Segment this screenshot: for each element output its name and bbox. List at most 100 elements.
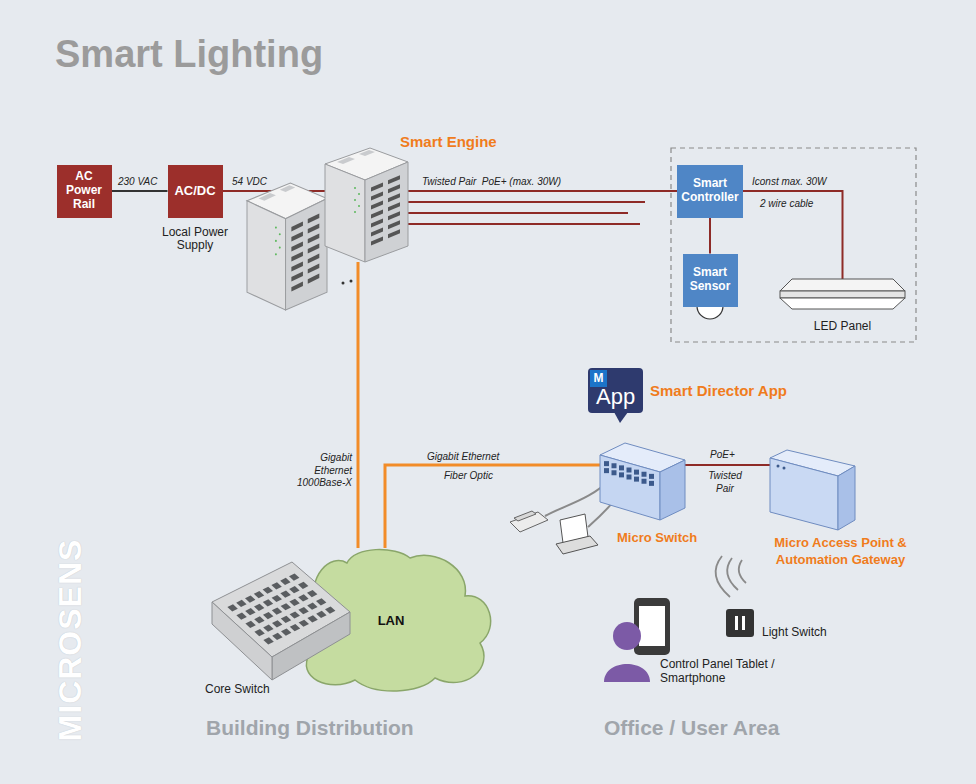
app-icon: MAppSmart Director App — [588, 368, 643, 423]
power-rail-box: AC Power Rail — [57, 165, 112, 218]
drawn-polygon — [365, 162, 408, 262]
drawn-polygon — [281, 628, 291, 635]
drawn-rect — [634, 470, 639, 475]
drawn-polygon — [280, 578, 290, 585]
drawn-circle — [777, 465, 780, 468]
drawn-rect — [649, 474, 654, 479]
drawn-polygon — [291, 241, 303, 251]
light-switch-icon — [726, 609, 754, 637]
drawn-polygon — [286, 199, 327, 310]
smart-engine-switch-drawing — [325, 148, 408, 262]
drawn-polygon — [245, 621, 255, 628]
drawn-circle — [275, 240, 277, 242]
drawn-rect — [619, 472, 624, 477]
drawn-polygon — [291, 272, 303, 282]
extra-poe-cables — [395, 202, 645, 224]
drawn-polygon — [280, 185, 295, 192]
drawn-circle — [783, 467, 786, 470]
drawn-polygon — [281, 603, 291, 610]
cable-label: Iconst max. 30W — [752, 176, 826, 189]
app-icon-label: App — [596, 384, 635, 410]
drawn-polygon — [307, 590, 317, 597]
drawn-polygon — [780, 298, 905, 309]
drawn-polygon — [307, 615, 317, 622]
drawn-polygon — [359, 150, 375, 156]
drawn-line — [395, 223, 640, 225]
drawn-polygon — [254, 629, 264, 636]
drawn-polygon — [388, 193, 400, 202]
drawn-rect — [627, 474, 632, 479]
drawn-polygon — [254, 616, 264, 623]
drawn-circle — [279, 233, 281, 235]
tablet-icon — [634, 598, 670, 655]
drawn-polygon — [281, 616, 291, 623]
device-label: Control Panel Tablet / Smartphone — [660, 657, 778, 686]
drawn-circle — [354, 211, 356, 213]
laptop — [556, 514, 598, 554]
drawn-rect — [642, 472, 647, 477]
cable-connector — [408, 190, 677, 192]
drawn-polygon — [272, 633, 282, 640]
controller-box: Smart Controller — [677, 165, 742, 218]
drawn-rect — [588, 368, 643, 413]
drawn-polygon — [289, 599, 299, 606]
drawn-path — [514, 511, 536, 521]
drawn-path — [604, 664, 650, 682]
drawn-circle — [613, 622, 641, 650]
drawn-rect — [742, 616, 745, 630]
drawn-polygon — [280, 591, 290, 598]
drawn-polygon — [254, 591, 264, 598]
drawn-polygon — [371, 236, 383, 245]
drawn-polygon — [212, 602, 272, 680]
drawn-polygon — [308, 264, 320, 274]
drawn-polygon — [291, 282, 303, 292]
drawn-polygon — [245, 595, 255, 602]
drawn-path — [727, 558, 738, 590]
power-supply-box: AC/DCLocal Power Supply — [168, 165, 223, 218]
drawn-polygon — [371, 200, 383, 209]
drawn-polygon — [371, 182, 383, 191]
controller-box-label: Smart Controller — [681, 177, 738, 205]
cable-label: 230 VAC — [118, 176, 157, 189]
drawn-polygon — [298, 607, 308, 614]
sensor-box-label: Smart Sensor — [687, 266, 734, 294]
drawn-circle — [350, 280, 353, 283]
drawn-polygon — [263, 625, 273, 632]
power-supply-box-label: Local Power Supply — [153, 226, 237, 254]
drawn-line — [395, 201, 645, 203]
drawn-circle — [342, 282, 345, 285]
drawn-polygon — [388, 184, 400, 193]
drawn-polygon — [316, 611, 326, 618]
cable-connector — [112, 190, 168, 192]
device-label: Light Switch — [762, 625, 827, 639]
cable-note: 2 wire cable — [760, 198, 813, 211]
drawn-polygon — [308, 254, 320, 264]
cable-label: Twisted Pair PoE+ (max. 30W) — [422, 176, 561, 189]
drawn-polygon — [298, 594, 308, 601]
drawn-polygon — [388, 175, 400, 184]
drawn-polygon — [298, 582, 308, 589]
diagram-title: Smart Lighting — [55, 33, 323, 76]
drawn-rect — [612, 470, 617, 475]
drawn-polygon — [325, 606, 335, 613]
led-panel: LED Panel — [780, 279, 905, 310]
drawn-polygon — [289, 573, 299, 580]
drawn-rect — [642, 479, 647, 484]
drawn-polygon — [291, 231, 303, 241]
cable-connector — [743, 191, 843, 279]
drawn-rect — [604, 468, 609, 473]
drawn-polygon — [325, 164, 365, 262]
drawn-polygon — [614, 412, 628, 423]
led-panel-drawing — [780, 279, 905, 310]
drawn-rect — [627, 467, 632, 472]
area-heading: Office / User Area — [604, 716, 779, 740]
sensor-box: Smart Sensor — [683, 254, 738, 307]
core-switch-drawing — [212, 562, 350, 690]
drawn-polygon — [308, 213, 320, 223]
drawn-polygon — [254, 604, 264, 611]
drawn-polygon — [388, 220, 400, 229]
drawn-polygon — [388, 229, 400, 238]
drawn-polygon — [263, 599, 273, 606]
